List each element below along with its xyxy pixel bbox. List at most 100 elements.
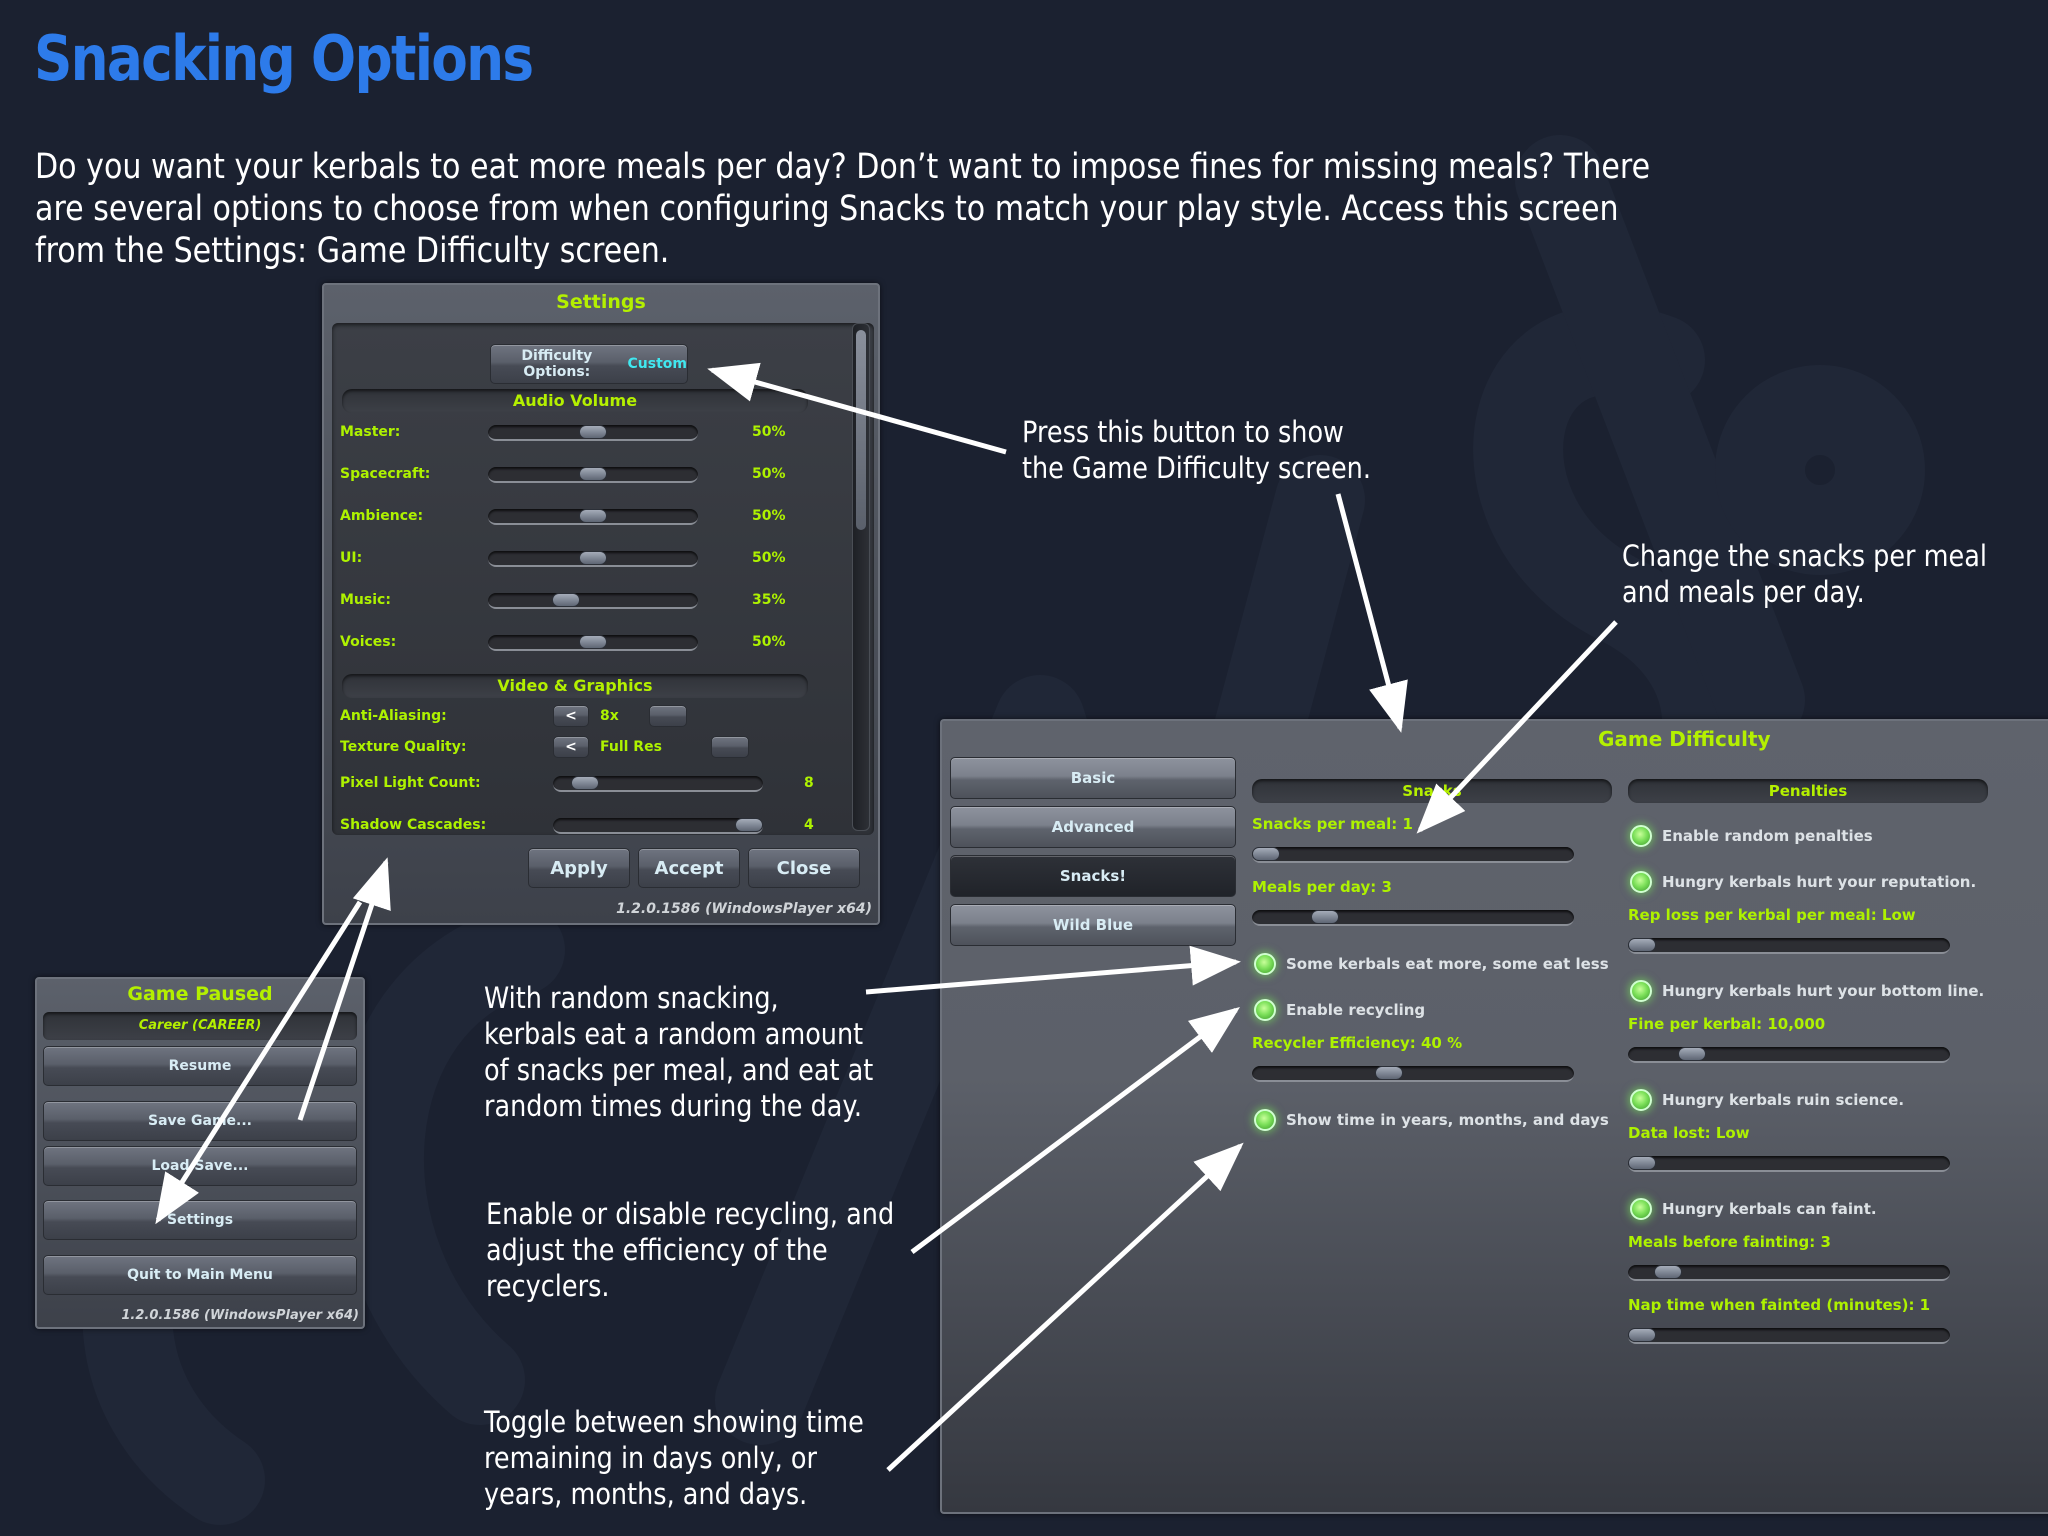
audio-value: 50%: [752, 466, 786, 482]
faint-penalty-toggle[interactable]: [1630, 1198, 1652, 1220]
meals-before-fainting-label: Meals before fainting: 3: [1628, 1233, 1831, 1251]
snacks-per-meal-slider[interactable]: [1252, 847, 1574, 863]
audio-volume-section: Audio Volume: [342, 389, 808, 413]
pause-menu-item[interactable]: Load Save...: [43, 1146, 357, 1186]
pause-menu-item[interactable]: Resume: [43, 1046, 357, 1086]
settings-window: Settings Difficulty Options: Custom Audi…: [322, 283, 880, 925]
audio-slider[interactable]: [488, 551, 698, 567]
texture-quality-prev-button[interactable]: <: [553, 736, 589, 758]
close-button[interactable]: Close: [748, 848, 860, 888]
anti-aliasing-next-button[interactable]: [649, 705, 687, 727]
data-lost-label: Data lost: Low: [1628, 1124, 1750, 1142]
audio-slider[interactable]: [488, 593, 698, 609]
callout-time-display: Toggle between showing time remaining in…: [484, 1405, 864, 1511]
fine-slider[interactable]: [1628, 1047, 1950, 1063]
anti-aliasing-prev-button[interactable]: <: [553, 705, 589, 727]
callout-snacks-meals: Change the snacks per meal and meals per…: [1622, 539, 1987, 609]
difficulty-tab[interactable]: Snacks!: [950, 855, 1236, 897]
pause-menu-item[interactable]: Settings: [43, 1200, 357, 1240]
nap-time-label: Nap time when fainted (minutes): 1: [1628, 1296, 1931, 1314]
audio-slider[interactable]: [488, 635, 698, 651]
rep-loss-label: Rep loss per kerbal per meal: Low: [1628, 906, 1916, 924]
snacks-per-meal-label: Snacks per meal: 1: [1252, 815, 1413, 833]
slider-thumb[interactable]: [1677, 1047, 1706, 1061]
texture-quality-next-button[interactable]: [711, 736, 749, 758]
slider-thumb[interactable]: [735, 818, 763, 832]
difficulty-tab[interactable]: Wild Blue: [950, 904, 1236, 946]
audio-label: UI:: [340, 550, 363, 566]
slider-thumb[interactable]: [1310, 910, 1339, 924]
audio-label: Spacecraft:: [340, 466, 431, 482]
science-penalty-label: Hungry kerbals ruin science.: [1662, 1091, 1905, 1109]
pause-version: 1.2.0.1586 (WindowsPlayer x64): [121, 1308, 359, 1323]
recycler-efficiency-slider[interactable]: [1252, 1066, 1574, 1082]
nap-time-slider[interactable]: [1628, 1328, 1950, 1344]
slider-thumb[interactable]: [1628, 1328, 1656, 1342]
slider-thumb[interactable]: [579, 635, 607, 649]
enable-recycling-label: Enable recycling: [1286, 1001, 1426, 1019]
rep-loss-slider[interactable]: [1628, 938, 1950, 954]
slider-thumb[interactable]: [579, 509, 607, 523]
pause-menu-item[interactable]: Quit to Main Menu: [43, 1255, 357, 1295]
slider-thumb[interactable]: [571, 776, 600, 790]
show-time-toggle[interactable]: [1254, 1109, 1276, 1131]
slider-thumb[interactable]: [579, 467, 607, 481]
data-lost-slider[interactable]: [1628, 1156, 1950, 1172]
faint-penalty-label: Hungry kerbals can faint.: [1662, 1200, 1877, 1218]
pixel-light-slider[interactable]: [553, 776, 763, 792]
shadow-cascades-slider[interactable]: [553, 818, 763, 834]
fine-penalty-toggle[interactable]: [1630, 980, 1652, 1002]
pause-menu-item[interactable]: Save Game...: [43, 1101, 357, 1141]
meals-per-day-slider[interactable]: [1252, 910, 1574, 926]
random-penalties-label: Enable random penalties: [1662, 827, 1873, 845]
difficulty-tab[interactable]: Advanced: [950, 806, 1236, 848]
audio-value: 50%: [752, 508, 786, 524]
anti-aliasing-label: Anti-Aliasing:: [340, 708, 447, 724]
show-time-label: Show time in years, months, and days: [1286, 1111, 1609, 1129]
enable-recycling-toggle[interactable]: [1254, 999, 1276, 1021]
difficulty-options-label: Difficulty Options:: [521, 348, 593, 380]
audio-slider[interactable]: [488, 425, 698, 441]
random-snacking-toggle[interactable]: [1254, 953, 1276, 975]
settings-title: Settings: [556, 291, 646, 313]
texture-quality-value: Full Res: [600, 739, 662, 755]
audio-label: Voices:: [340, 634, 397, 650]
fine-label: Fine per kerbal: 10,000: [1628, 1015, 1826, 1033]
slider-thumb[interactable]: [1252, 847, 1280, 861]
slider-thumb[interactable]: [579, 425, 607, 439]
video-graphics-section: Video & Graphics: [342, 674, 808, 698]
pixel-light-label: Pixel Light Count:: [340, 775, 481, 791]
page-title: Snacking Options: [34, 22, 534, 95]
science-penalty-toggle[interactable]: [1630, 1089, 1652, 1111]
meals-before-fainting-slider[interactable]: [1628, 1265, 1950, 1281]
settings-version: 1.2.0.1586 (WindowsPlayer x64): [616, 901, 872, 917]
slider-thumb[interactable]: [579, 551, 607, 565]
difficulty-options-value: Custom: [627, 356, 687, 372]
apply-button[interactable]: Apply: [528, 848, 630, 888]
anti-aliasing-value: 8x: [600, 708, 619, 724]
slider-thumb[interactable]: [551, 593, 580, 607]
audio-value: 50%: [752, 634, 786, 650]
recycler-efficiency-label: Recycler Efficiency: 40 %: [1252, 1034, 1463, 1052]
settings-scrollbar[interactable]: [852, 323, 870, 831]
scrollbar-thumb[interactable]: [856, 330, 866, 530]
rep-penalty-toggle[interactable]: [1630, 871, 1652, 893]
slider-thumb[interactable]: [1654, 1265, 1683, 1279]
slider-thumb[interactable]: [1628, 1156, 1656, 1170]
slider-thumb[interactable]: [1628, 938, 1656, 952]
audio-value: 50%: [752, 424, 786, 440]
difficulty-title: Game Difficulty: [1598, 727, 1771, 751]
audio-value: 35%: [752, 592, 786, 608]
shadow-cascades-value: 4: [804, 817, 814, 833]
audio-slider[interactable]: [488, 509, 698, 525]
audio-slider[interactable]: [488, 467, 698, 483]
slider-thumb[interactable]: [1375, 1066, 1404, 1080]
difficulty-options-button[interactable]: Difficulty Options: Custom: [490, 344, 688, 384]
difficulty-tab[interactable]: Basic: [950, 757, 1236, 799]
accept-button[interactable]: Accept: [638, 848, 740, 888]
audio-label: Ambience:: [340, 508, 424, 524]
random-penalties-toggle[interactable]: [1630, 825, 1652, 847]
shadow-cascades-label: Shadow Cascades:: [340, 817, 487, 833]
